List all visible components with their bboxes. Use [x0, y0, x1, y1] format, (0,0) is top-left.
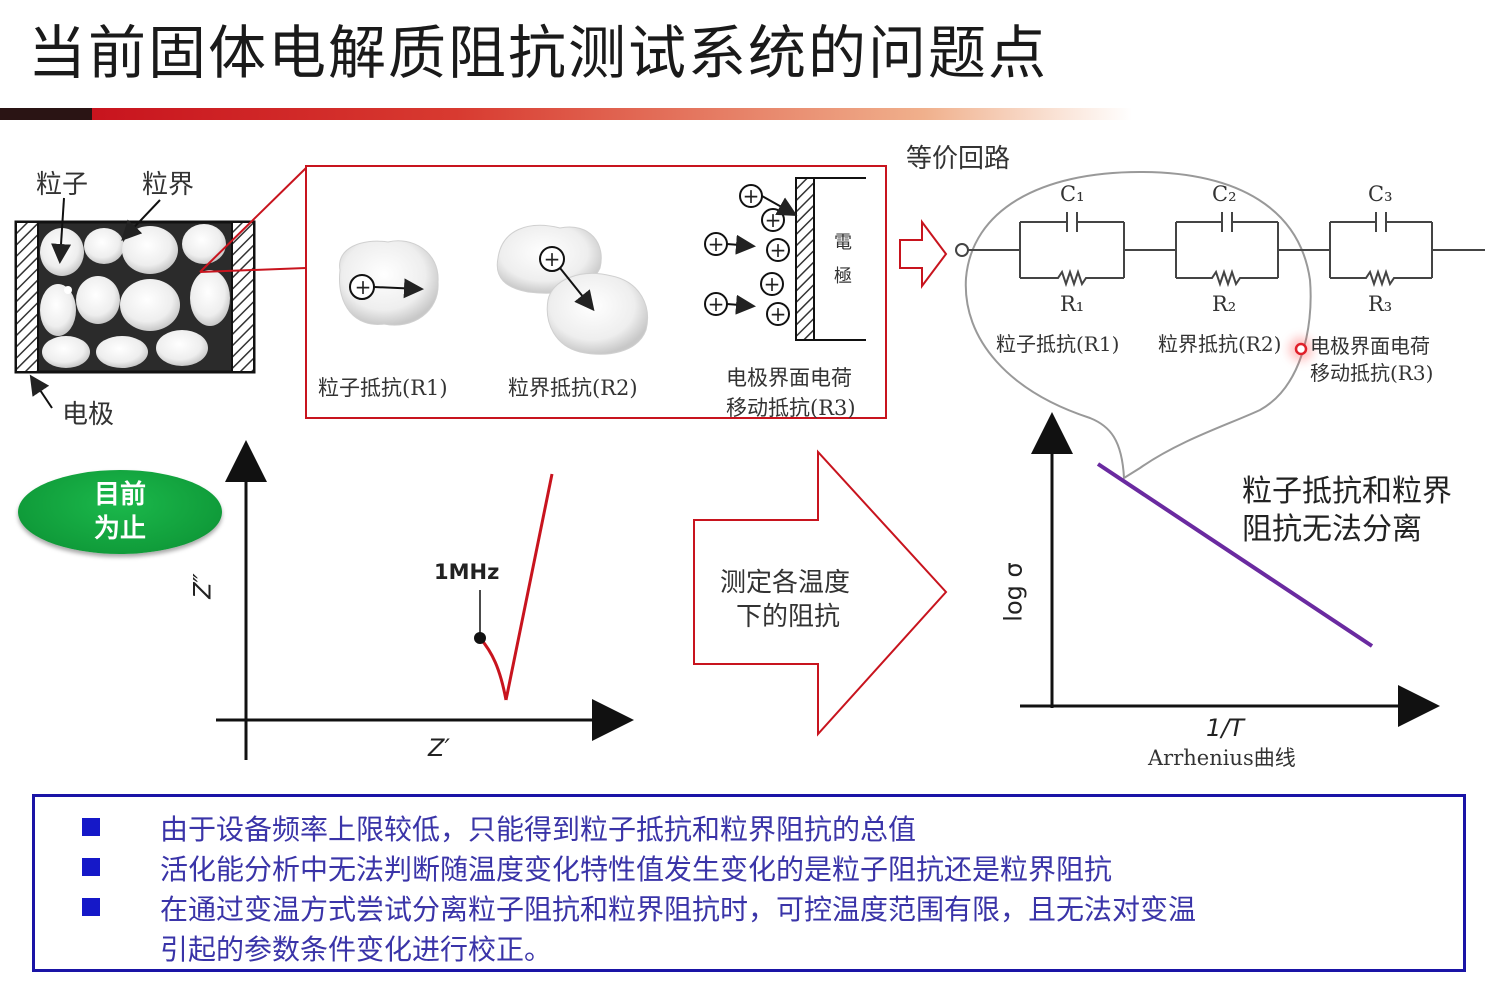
nyquist-x-label: Z′	[428, 734, 450, 762]
c3-label: C₃	[1368, 182, 1393, 206]
circuit-bubble	[964, 170, 1312, 480]
circuit-r1-caption: 粒子抵抗(R1)	[996, 332, 1120, 356]
ion-plus: +	[769, 302, 787, 326]
small-hollow-arrow	[899, 219, 948, 289]
microstructure-figure	[14, 197, 256, 409]
circuit-r2-caption: 粒界抵抗(R2)	[1158, 332, 1282, 356]
note-2: 活化能分析中无法判断随温度变化特性值发生变化的是粒子阻抗还是粒界阻抗	[160, 853, 1113, 886]
electrode-label: 电极	[62, 400, 115, 430]
title-underline-red	[92, 108, 1132, 120]
c1-label: C₁	[1060, 182, 1085, 206]
ion-plus: +	[763, 272, 781, 296]
bullet-icon	[82, 858, 100, 876]
grain-label: 粒子	[36, 170, 89, 200]
big-hollow-arrow	[693, 449, 948, 737]
r2-label: R₂	[1212, 292, 1237, 316]
grain-r1-figure	[339, 240, 439, 326]
r1-label: R₁	[1060, 292, 1085, 316]
note-3-continued: 引起的参数条件变化进行校正。	[160, 933, 553, 966]
nyquist-y-label: Z″	[188, 573, 217, 599]
zoom-callout	[199, 165, 887, 419]
ion-plus: +	[769, 238, 787, 262]
r3-mechanism-label-line2: 移动抵抗(R3)	[726, 396, 856, 420]
c2-label: C₂	[1212, 182, 1237, 206]
r2-mechanism-label: 粒界抵抗(R2)	[508, 376, 638, 400]
arrhenius-line	[1096, 462, 1374, 648]
nyquist-plot	[216, 440, 634, 760]
circuit-r3-caption-line2: 移动抵抗(R3)	[1310, 361, 1434, 385]
arrhenius-y-label: log σ	[999, 562, 1028, 622]
note-1: 由于设备频率上限较低，只能得到粒子抵抗和粒界阻抗的总值	[160, 813, 917, 846]
note-3: 在通过变温方式尝试分离粒子阻抗和粒界阻抗时，可控温度范围有限，且无法对变温	[160, 893, 1197, 926]
ion-plus: +	[742, 184, 760, 208]
circuit-r3-caption-line1: 电极界面电荷	[1310, 334, 1430, 358]
r3-label: R₃	[1368, 292, 1393, 316]
grain-boundary-label: 粒界	[142, 170, 195, 200]
bullet-icon	[82, 818, 100, 836]
arrhenius-plot	[1020, 412, 1440, 727]
circuit-title: 等价回路	[906, 144, 1011, 174]
arrow-text-line1: 测定各温度	[720, 568, 851, 598]
problem-notes	[32, 794, 1466, 972]
arrhenius-caption: Arrhenius曲线	[1148, 746, 1296, 770]
frequency-annotation: 1MHz	[434, 560, 500, 584]
ion-plus: +	[707, 292, 725, 316]
arrhenius-note-line1: 粒子抵抗和粒界	[1242, 474, 1452, 509]
cursor-highlight	[1289, 337, 1313, 361]
title-underline-dark	[0, 108, 92, 120]
status-line-2: 为止	[93, 514, 146, 544]
page-title: 当前固体电解质阻抗测试系统的问题点	[28, 19, 1049, 87]
ion-plus: +	[707, 232, 725, 256]
arrhenius-note-line2: 阻抗无法分离	[1242, 512, 1422, 547]
electrode-char-2: 極	[834, 266, 852, 287]
arrhenius-x-label: 1/T	[1206, 714, 1245, 742]
grain-boundary-r2-figure	[496, 224, 648, 355]
arrow-text-line2: 下的阻抗	[736, 602, 841, 632]
ion-plus: +	[764, 208, 782, 232]
ion-plus: +	[543, 247, 561, 271]
r3-mechanism-label-line1: 电极界面电荷	[726, 366, 852, 390]
status-line-1: 目前	[93, 480, 146, 510]
r1-mechanism-label: 粒子抵抗(R1)	[318, 376, 448, 400]
electrode-char-1: 電	[834, 232, 852, 253]
electrode-interface-r3-figure	[704, 177, 866, 341]
ion-plus: +	[354, 275, 372, 299]
equivalent-circuit	[955, 212, 1485, 288]
bullet-icon	[82, 898, 100, 916]
status-badge: 目前 为止	[18, 470, 222, 554]
